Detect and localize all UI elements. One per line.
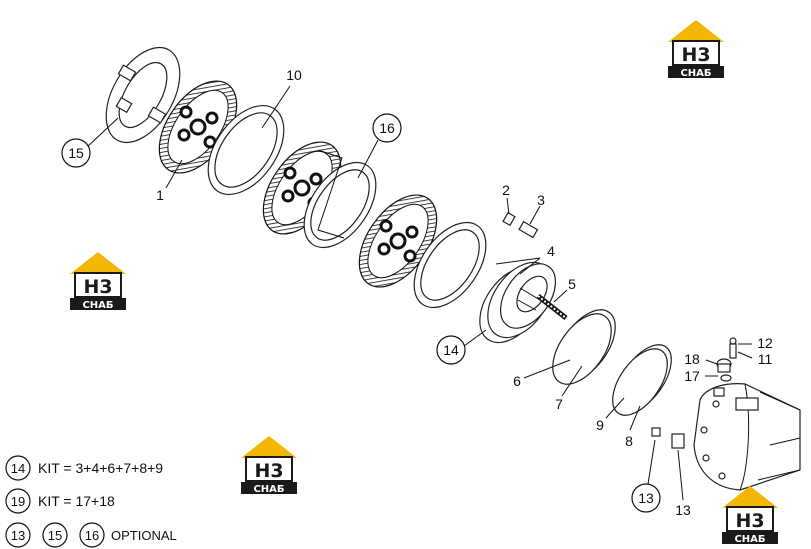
svg-text:15: 15 — [48, 528, 62, 543]
callout-18: 18 — [684, 351, 700, 367]
legend-row-kit-14: 14 KIT = 3+4+6+7+8+9 — [5, 455, 163, 481]
part-10-steel-plate — [207, 104, 285, 196]
part-16-optional-plate — [303, 149, 377, 249]
callout-11: 11 — [758, 351, 773, 367]
svg-text:H3: H3 — [83, 276, 112, 298]
part-3-fitting — [518, 220, 539, 239]
part-8-9-seal-ring — [612, 344, 672, 416]
watermark-logo: H3 СНАБ — [722, 486, 778, 545]
callout-9: 9 — [596, 417, 604, 433]
svg-text:19: 19 — [11, 494, 25, 509]
watermark-logo: H3 СНАБ — [668, 20, 724, 79]
svg-text:СНАБ: СНАБ — [253, 484, 284, 495]
svg-text:15: 15 — [68, 145, 84, 161]
part-4-piston — [479, 261, 557, 344]
friction-disc-3 — [358, 194, 438, 288]
callout-12: 12 — [757, 335, 773, 351]
svg-text:СНАБ: СНАБ — [734, 534, 765, 545]
svg-text:KIT = 3+4+6+7+8+9: KIT = 3+4+6+7+8+9 — [38, 460, 163, 476]
callout-2: 2 — [502, 182, 510, 198]
part-11-12-valve — [729, 337, 737, 359]
legend: 14 KIT = 3+4+6+7+8+9 19 KIT = 17+18 13 1… — [5, 455, 177, 548]
callout-7: 7 — [555, 396, 563, 412]
callout-3: 3 — [537, 192, 545, 208]
callout-1: 1 — [156, 187, 164, 203]
callout-4: 4 — [547, 243, 555, 259]
svg-text:14: 14 — [11, 461, 25, 476]
callout-13: 13 — [675, 502, 691, 518]
callout-14: 14 — [436, 335, 466, 365]
leader-lines — [85, 85, 753, 501]
svg-text:16: 16 — [85, 528, 99, 543]
svg-text:СНАБ: СНАБ — [680, 68, 711, 79]
part-5-bolt — [536, 294, 568, 320]
callout-17: 17 — [684, 368, 700, 384]
svg-text:СНАБ: СНАБ — [82, 300, 113, 311]
callout-5: 5 — [568, 276, 576, 292]
part-15-backing-plate — [105, 46, 181, 144]
svg-text:OPTIONAL: OPTIONAL — [111, 528, 177, 543]
legend-row-kit-19: 19 KIT = 17+18 — [5, 488, 115, 514]
svg-text:13: 13 — [638, 490, 654, 506]
axle-housing — [693, 383, 801, 491]
callout-6: 6 — [513, 373, 521, 389]
callout-13-circled: 13 — [631, 483, 661, 513]
watermark-logo: H3 СНАБ — [241, 436, 297, 495]
steel-plate-2 — [413, 221, 487, 309]
callout-8: 8 — [625, 433, 633, 449]
svg-text:H3: H3 — [681, 44, 710, 66]
svg-text:KIT = 17+18: KIT = 17+18 — [38, 493, 115, 509]
part-2-fitting — [502, 211, 516, 227]
svg-text:H3: H3 — [735, 510, 764, 532]
callout-16: 16 — [372, 113, 402, 143]
callout-10: 10 — [286, 67, 302, 83]
watermark-logo: H3 СНАБ — [70, 252, 126, 311]
svg-text:16: 16 — [379, 120, 395, 136]
svg-text:H3: H3 — [254, 460, 283, 482]
legend-row-optional: 13 15 16 OPTIONAL — [5, 522, 177, 548]
part-6-7-seal-ring — [552, 309, 616, 385]
svg-text:14: 14 — [443, 342, 459, 358]
callout-15: 15 — [61, 138, 91, 168]
svg-text:13: 13 — [11, 528, 25, 543]
part-17-18-breather — [716, 358, 732, 382]
part-13-plug — [651, 427, 685, 449]
